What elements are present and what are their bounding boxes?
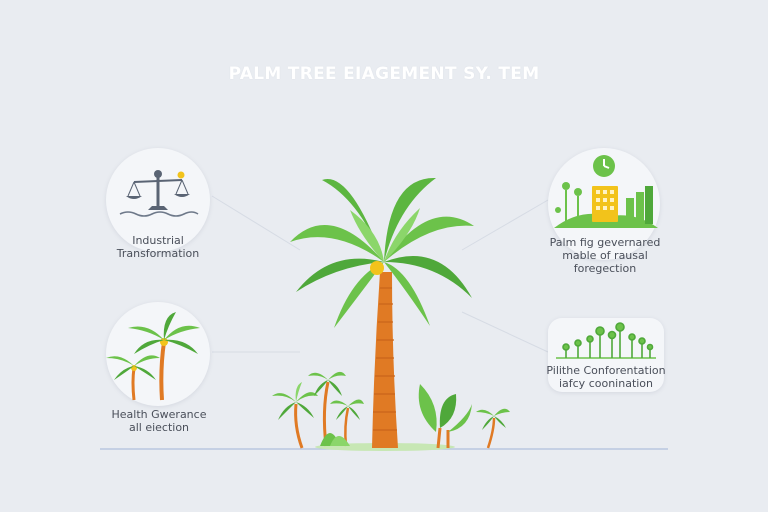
policy-label-line-1: Pilithe Conforentation (546, 364, 666, 377)
palm-row-icon (556, 322, 656, 359)
environment-node-label: Palm fig gevernared mable of rausal fore… (530, 236, 680, 275)
environment-label-line-1: Palm fig gevernared (549, 236, 661, 249)
broad-leaf-plant (418, 384, 472, 449)
small-palm-center-left (330, 399, 364, 447)
scales-of-justice-icon (119, 170, 199, 217)
small-palm-right (476, 408, 510, 449)
small-palm-left (272, 382, 318, 449)
health-label-line-1: Health Gwerance (111, 408, 207, 421)
policy-label-line-2: iafcy coonination (558, 377, 654, 390)
health-label-line-2: all eiection (128, 421, 190, 434)
policy-node-card (548, 318, 664, 392)
industrial-label-line-2: Transformation (116, 247, 200, 260)
base-bush-left (320, 433, 350, 446)
environment-label-line-3: foregection (573, 262, 637, 275)
health-node-card (106, 302, 210, 406)
industrial-label-line-1: Industrial (132, 234, 184, 247)
main-palm-canopy (290, 177, 474, 328)
diagram-title: PALM TREE EIAGEMENT SY. TEM (228, 64, 540, 84)
health-node-label: Health Gwerance all eiection (84, 408, 234, 434)
city-growth-clock-icon (554, 155, 658, 228)
environment-label-line-2: mable of rausal (562, 249, 648, 262)
industrial-node-label: Industrial Transformation (88, 234, 228, 260)
palm-pair-icon (106, 312, 200, 401)
policy-node-label: Pilithe Conforentation iafcy coonination (536, 364, 676, 390)
main-palm-trunk (372, 272, 398, 448)
